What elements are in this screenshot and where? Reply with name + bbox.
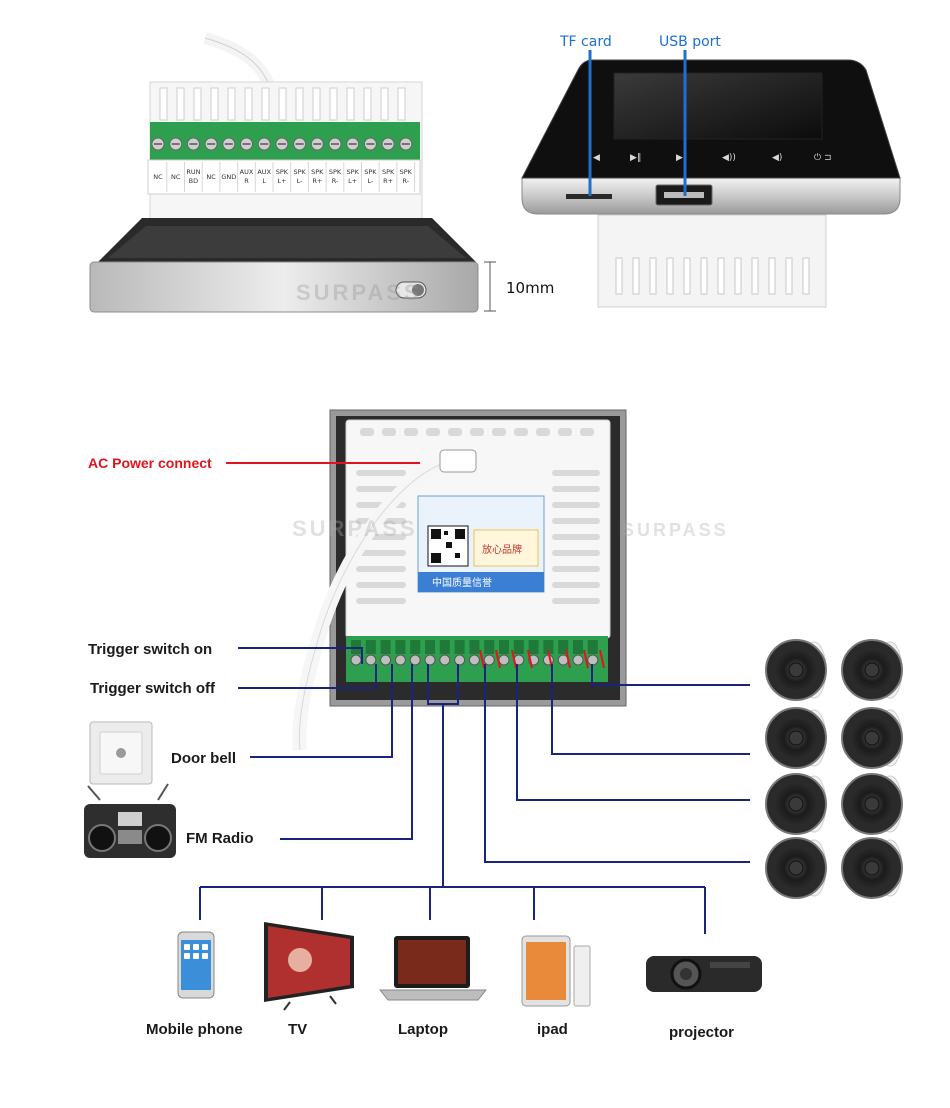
ceiling-speakers [765, 639, 903, 899]
terminal-label: R+ [383, 177, 393, 185]
watermark-left: SURPASS [292, 516, 418, 541]
terminal-label: R- [332, 177, 339, 185]
ventilation-fins [159, 87, 406, 121]
usb-port-label: USB port [659, 34, 721, 50]
speaker-icon [841, 773, 903, 835]
terminal-screws [151, 137, 413, 151]
svg-text:▶‖: ▶‖ [630, 153, 641, 163]
fm-radio-icon [84, 783, 176, 858]
terminal-label: NC [171, 173, 181, 181]
mobile-phone-label: Mobile phone [146, 1021, 243, 1038]
control-wires [199, 647, 750, 934]
laptop-label: Laptop [398, 1021, 448, 1038]
terminal-label: AUX [240, 168, 254, 176]
ventilation-slots [615, 257, 810, 295]
terminal-label: AUX [257, 168, 271, 176]
lcd-screen [613, 72, 823, 140]
terminal-label: R+ [312, 177, 322, 185]
terminal-label: SPK [400, 168, 413, 176]
speaker-icon [841, 837, 903, 899]
svg-text:◀: ◀ [593, 153, 600, 163]
svg-text:◀): ◀) [772, 153, 782, 163]
tv-label: TV [288, 1021, 307, 1038]
terminal-label: L [262, 177, 266, 185]
trigger-off-label: Trigger switch off [90, 680, 216, 697]
speaker-icon [765, 837, 827, 899]
terminal-label: R- [402, 177, 409, 185]
terminal-label: R [244, 177, 249, 185]
speaker-icon [765, 707, 827, 769]
ipad-label: ipad [537, 1021, 568, 1038]
watermark-right: SURPASS [622, 520, 729, 540]
terminal-label: SPK [364, 168, 377, 176]
terminal-label: NC [153, 173, 163, 181]
speaker-icon [841, 707, 903, 769]
terminal-label: L- [297, 177, 304, 185]
speaker-icon [765, 773, 827, 835]
projector-label: projector [669, 1024, 734, 1041]
sticker-text: 中国质量信誉 [432, 576, 492, 589]
dimension-marker [484, 261, 496, 312]
tf-card-label: TF card [559, 34, 612, 50]
ac-power-label: AC Power connect [88, 455, 212, 471]
terminal-label: SPK [276, 168, 289, 176]
dimension-label: 10mm [506, 279, 554, 297]
terminal-label: SPK [311, 168, 324, 176]
terminal-label: L+ [277, 177, 286, 185]
door-bell-icon [89, 721, 153, 785]
speaker-wires [479, 649, 605, 669]
svg-text:放心品牌: 放心品牌 [482, 543, 522, 556]
panel-back-view: 放心品牌 中国质量信誉 SURPASS SURPASS [292, 409, 729, 751]
svg-text:⏻ ⊐: ⏻ ⊐ [814, 152, 832, 163]
projector-icon [646, 956, 762, 992]
terminal-label: BD [189, 177, 198, 185]
terminal-label: SPK [347, 168, 360, 176]
terminal-label: RUN [186, 168, 200, 176]
laptop-icon [378, 936, 488, 1001]
tv-icon [264, 922, 354, 1011]
watermark: SURPASS [296, 280, 422, 305]
terminal-label: SPK [293, 168, 306, 176]
terminal-label: GND [221, 173, 236, 181]
mobile-phone-icon [177, 931, 215, 999]
fm-radio-label: FM Radio [186, 830, 254, 847]
svg-text:▶: ▶ [676, 153, 683, 163]
trigger-on-label: Trigger switch on [88, 641, 212, 658]
door-bell-label: Door bell [171, 750, 236, 767]
panel-front-view: ◀ ▶‖ ▶ ◀)) ◀) ⏻ ⊐ TF card USB port [521, 34, 901, 308]
terminal-label: SPK [382, 168, 395, 176]
speaker-icon [841, 639, 903, 701]
front-buttons: ◀ ▶‖ ▶ ◀)) ◀) ⏻ ⊐ [593, 152, 832, 163]
terminal-label: SPK [329, 168, 342, 176]
speaker-icon [765, 639, 827, 701]
panel-frame [89, 261, 479, 313]
svg-text:◀)): ◀)) [722, 153, 736, 163]
terminal-label: L- [367, 177, 374, 185]
terminal-screws [350, 640, 599, 666]
tf-card-slot [566, 194, 612, 199]
terminal-label: NC [206, 173, 216, 181]
terminal-label: L+ [348, 177, 357, 185]
ipad-icon [521, 935, 591, 1007]
